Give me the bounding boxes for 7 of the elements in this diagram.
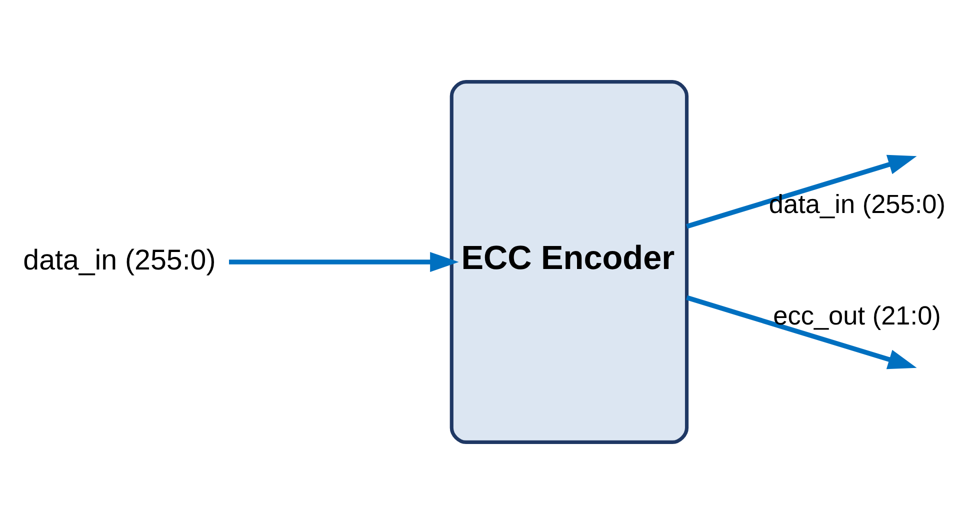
node-box: ECC Encoder — [450, 79, 689, 444]
arrow — [686, 154, 917, 228]
arrow — [686, 294, 917, 369]
edge-label: ecc_out (21:0) — [773, 300, 941, 330]
edge-label: data_in (255:0) — [768, 188, 946, 218]
arrow — [229, 251, 459, 272]
node-text: data_in (255:0) — [23, 244, 216, 276]
